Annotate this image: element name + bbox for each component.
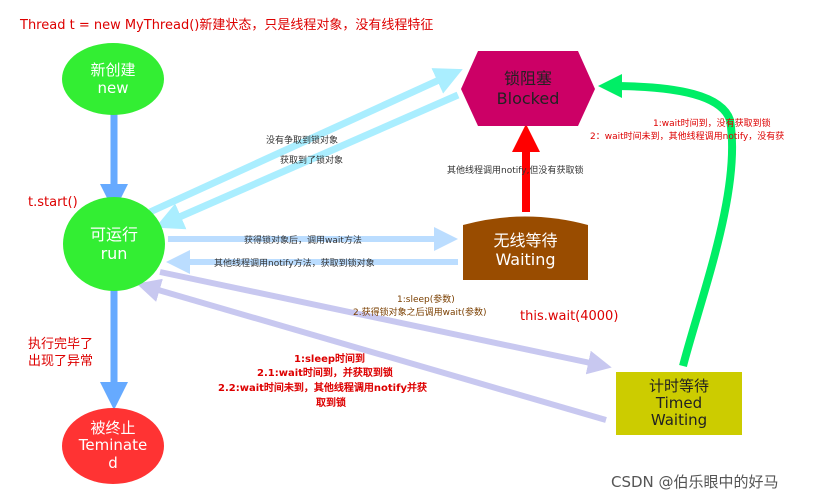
node-terminated-title: 被终止 bbox=[90, 419, 136, 438]
node-blocked-shape bbox=[461, 51, 595, 126]
label-timed-back-4: 取到锁 bbox=[316, 398, 346, 409]
label-notify-get-lock: 其他线程调用notify方法，获取到锁对象 bbox=[214, 259, 375, 269]
node-blocked-subtitle: Blocked bbox=[496, 88, 560, 108]
label-other-notify-no-lock: 其他线程调用notify,但没有获取锁 bbox=[447, 166, 584, 176]
node-waiting-subtitle: Waiting bbox=[495, 250, 556, 269]
node-waiting-shape bbox=[463, 216, 588, 280]
label-finish-2: 出现了异常 bbox=[28, 354, 94, 369]
node-timed-subtitle-tail: Waiting bbox=[650, 411, 708, 430]
arrow-run-to-timed bbox=[159, 269, 612, 375]
watermark: CSDN @伯乐眼中的好马 bbox=[611, 473, 779, 491]
node-new-subtitle: new bbox=[97, 79, 129, 97]
node-terminated: 被终止 Teminate d bbox=[62, 408, 164, 484]
node-run-title: 可运行 bbox=[89, 224, 138, 244]
label-wait-after-lock: 获得锁对象后，调用wait方法 bbox=[244, 236, 362, 246]
label-timed-back-3: 2.2:wait时间未到，其他线程调用notify并获 bbox=[218, 383, 427, 394]
node-terminated-subtitle: Teminate bbox=[78, 436, 148, 455]
label-to-blocked-2: 2：wait时间未到，其他线程调用notify，没有获 bbox=[590, 132, 785, 142]
node-timed: 计时等待 Timed Waiting bbox=[616, 372, 742, 435]
node-run: 可运行 run bbox=[63, 197, 165, 291]
node-run-subtitle: run bbox=[100, 244, 128, 263]
label-not-acquired: 没有争取到锁对象 bbox=[266, 136, 339, 146]
label-acquired: 获取到了锁对象 bbox=[280, 156, 344, 166]
arrow-blocked-to-run bbox=[155, 91, 460, 230]
label-timed-back-1: 1:sleep时间到 bbox=[294, 354, 366, 365]
label-this-wait: this.wait(4000) bbox=[520, 309, 619, 324]
arrow-run-to-blocked bbox=[148, 68, 463, 216]
node-timed-shape bbox=[616, 372, 742, 435]
node-waiting: 无线等待 Waiting bbox=[463, 220, 588, 280]
node-blocked-title: 锁阻塞 bbox=[503, 69, 552, 89]
node-timed-title: 计时等待 bbox=[648, 376, 709, 395]
node-terminated-shape bbox=[62, 408, 164, 484]
node-blocked: 锁阻塞 Blocked bbox=[461, 51, 595, 126]
header-note: Thread t = new MyThread()新建状态，只是线程对象，没有线… bbox=[20, 18, 434, 33]
label-finish-1: 执行完毕了 bbox=[28, 337, 94, 352]
label-start: t.start() bbox=[28, 195, 78, 210]
arrow-timed-to-blocked bbox=[598, 74, 737, 367]
label-wait-param: 2.获得锁对象之后调用wait(参数) bbox=[353, 308, 487, 318]
node-new-title: 新创建 bbox=[90, 61, 136, 79]
node-run-shape bbox=[63, 197, 165, 291]
node-terminated-subtitle-tail: d bbox=[108, 453, 118, 472]
label-timed-back-2: 2.1:wait时间到，并获取到锁 bbox=[257, 368, 393, 379]
node-waiting-title: 无线等待 bbox=[493, 230, 558, 250]
node-new-shape bbox=[62, 43, 164, 115]
arrow-timed-to-run bbox=[136, 278, 607, 423]
label-sleep-param: 1:sleep(参数) bbox=[397, 295, 455, 305]
node-timed-subtitle: Timed bbox=[655, 393, 703, 412]
node-new: 新创建 new bbox=[62, 43, 164, 115]
label-to-blocked-1: 1:wait时间到，没有获取到锁 bbox=[653, 119, 771, 129]
